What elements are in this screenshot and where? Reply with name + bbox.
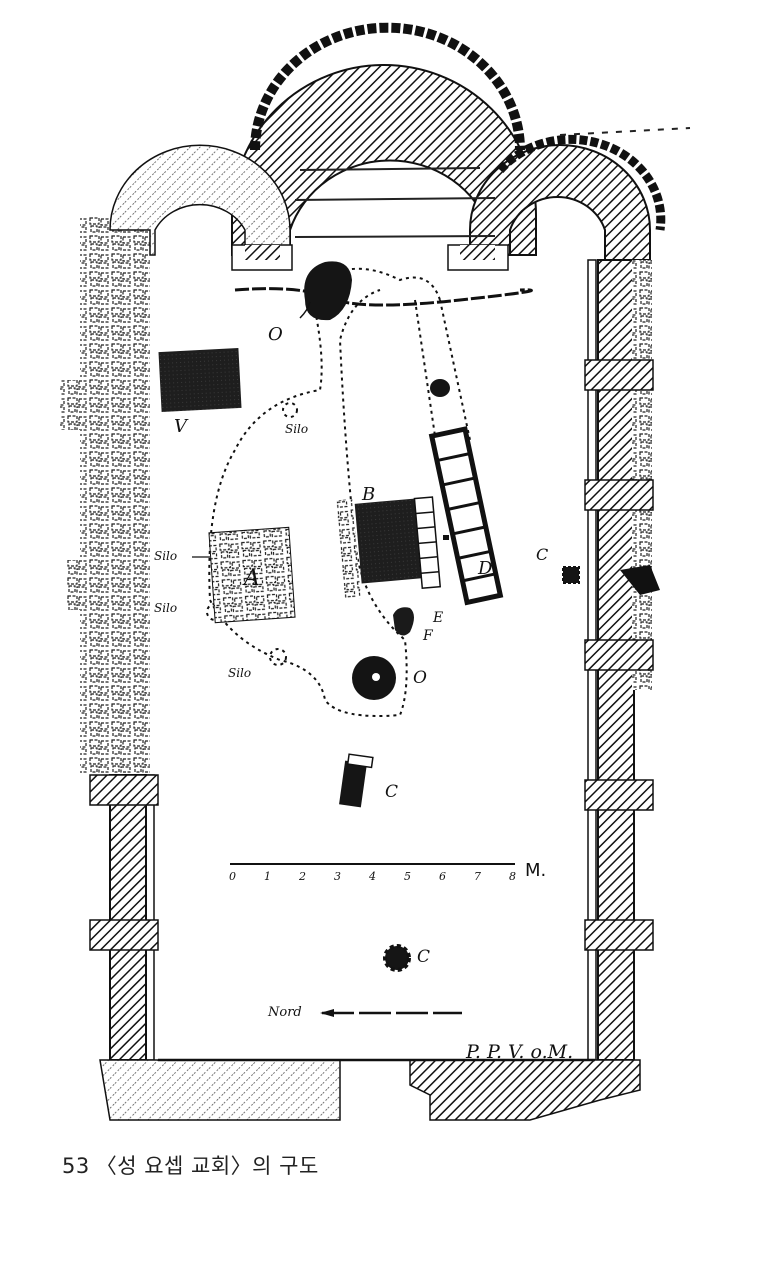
label-e: E xyxy=(432,610,443,626)
left-stone-wall xyxy=(60,215,150,775)
dotted-paths xyxy=(206,267,471,717)
scale-tick-label: 5 xyxy=(404,870,411,883)
label-d: D xyxy=(477,558,493,579)
scale-tick-label: 7 xyxy=(474,870,481,883)
north-label: Nord xyxy=(267,1005,302,1020)
label-silo-2: Silo xyxy=(154,601,177,615)
label-c-lower: C xyxy=(417,947,430,967)
floor-plan: O V Silo Silo Silo Silo A B D E F O C C … xyxy=(60,22,691,1121)
apse-deposit xyxy=(304,261,352,321)
label-c-middle: C xyxy=(385,782,398,802)
plan-labels: O V Silo Silo Silo Silo A B D E F O C C … xyxy=(154,301,548,967)
feature-a xyxy=(208,526,296,624)
label-v: V xyxy=(174,416,189,437)
caption-number: 53 xyxy=(62,1154,90,1178)
label-o-apse: O xyxy=(268,324,283,345)
caption-text: 〈성 요셉 교회〉의 구도 xyxy=(95,1154,319,1178)
feature-d xyxy=(428,426,504,606)
plan-signature: P. P. V. o.M. xyxy=(465,1041,573,1063)
figure-caption: 53〈성 요셉 교회〉의 구도 xyxy=(62,1150,325,1180)
label-f: F xyxy=(422,628,434,644)
scale-tick-label: 3 xyxy=(334,870,341,883)
label-b: B xyxy=(361,484,375,505)
scale-tick-label: 8 xyxy=(509,870,516,883)
right-wall xyxy=(584,259,660,1061)
facade-wall xyxy=(99,1058,641,1121)
label-o-lower: O xyxy=(413,668,427,688)
scale-tick-label: 1 xyxy=(264,870,271,883)
scale-tick-label: 2 xyxy=(298,870,306,883)
scale-bar: 0 1 2 3 4 5 6 7 8 M. xyxy=(229,860,546,883)
scale-tick-label: 4 xyxy=(368,870,376,883)
label-silo-top: Silo xyxy=(285,422,308,436)
feature-c-lower xyxy=(383,944,411,972)
apse-arches xyxy=(109,22,691,271)
feature-v xyxy=(158,347,242,413)
scale-tick-label: 6 xyxy=(439,870,446,883)
north-arrow: Nord xyxy=(267,1005,462,1020)
label-a: A xyxy=(242,566,260,591)
feature-b xyxy=(336,496,442,601)
scale-unit: M. xyxy=(525,860,546,881)
left-lower-wall xyxy=(89,774,159,1061)
label-silo-1: Silo xyxy=(154,549,177,563)
feature-c-right xyxy=(562,566,580,584)
label-silo-3: Silo xyxy=(228,666,251,680)
scale-tick-label: 0 xyxy=(229,870,236,883)
feature-c-middle xyxy=(339,760,367,808)
label-c-right: C xyxy=(536,545,548,564)
